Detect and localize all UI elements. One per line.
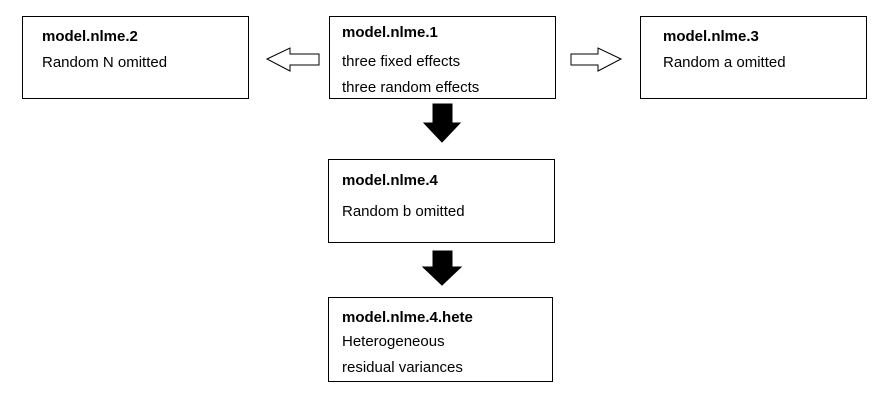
box-line: Heterogeneous: [342, 333, 445, 350]
box-line: three random effects: [342, 79, 480, 96]
box-title: model.nlme.4.hete: [342, 309, 473, 326]
box-model-nlme-2: model.nlme.2 Random N omitted: [22, 16, 249, 99]
box-title: model.nlme.2: [42, 28, 138, 45]
box-model-nlme-1: model.nlme.1 three fixed effects three r…: [329, 16, 556, 99]
box-model-nlme-4: model.nlme.4 Random b omitted: [328, 159, 555, 243]
arrow-to-nlme2: [265, 47, 320, 72]
arrow-to-nlme3: [570, 47, 623, 72]
box-line: three fixed effects: [342, 53, 461, 70]
box-line: Random a omitted: [663, 54, 786, 71]
arrow-to-nlme4: [422, 103, 462, 143]
box-model-nlme-3: model.nlme.3 Random a omitted: [640, 16, 867, 99]
box-line: Random b omitted: [342, 203, 465, 220]
arrow-to-nlme4-hete: [421, 250, 463, 286]
box-line: Random N omitted: [42, 54, 168, 71]
box-title: model.nlme.3: [663, 28, 759, 45]
box-line: residual variances: [342, 359, 463, 376]
box-title: model.nlme.4: [342, 172, 438, 189]
box-title: model.nlme.1: [342, 24, 438, 41]
box-model-nlme-4-hete: model.nlme.4.hete Heterogeneous residual…: [328, 297, 553, 382]
